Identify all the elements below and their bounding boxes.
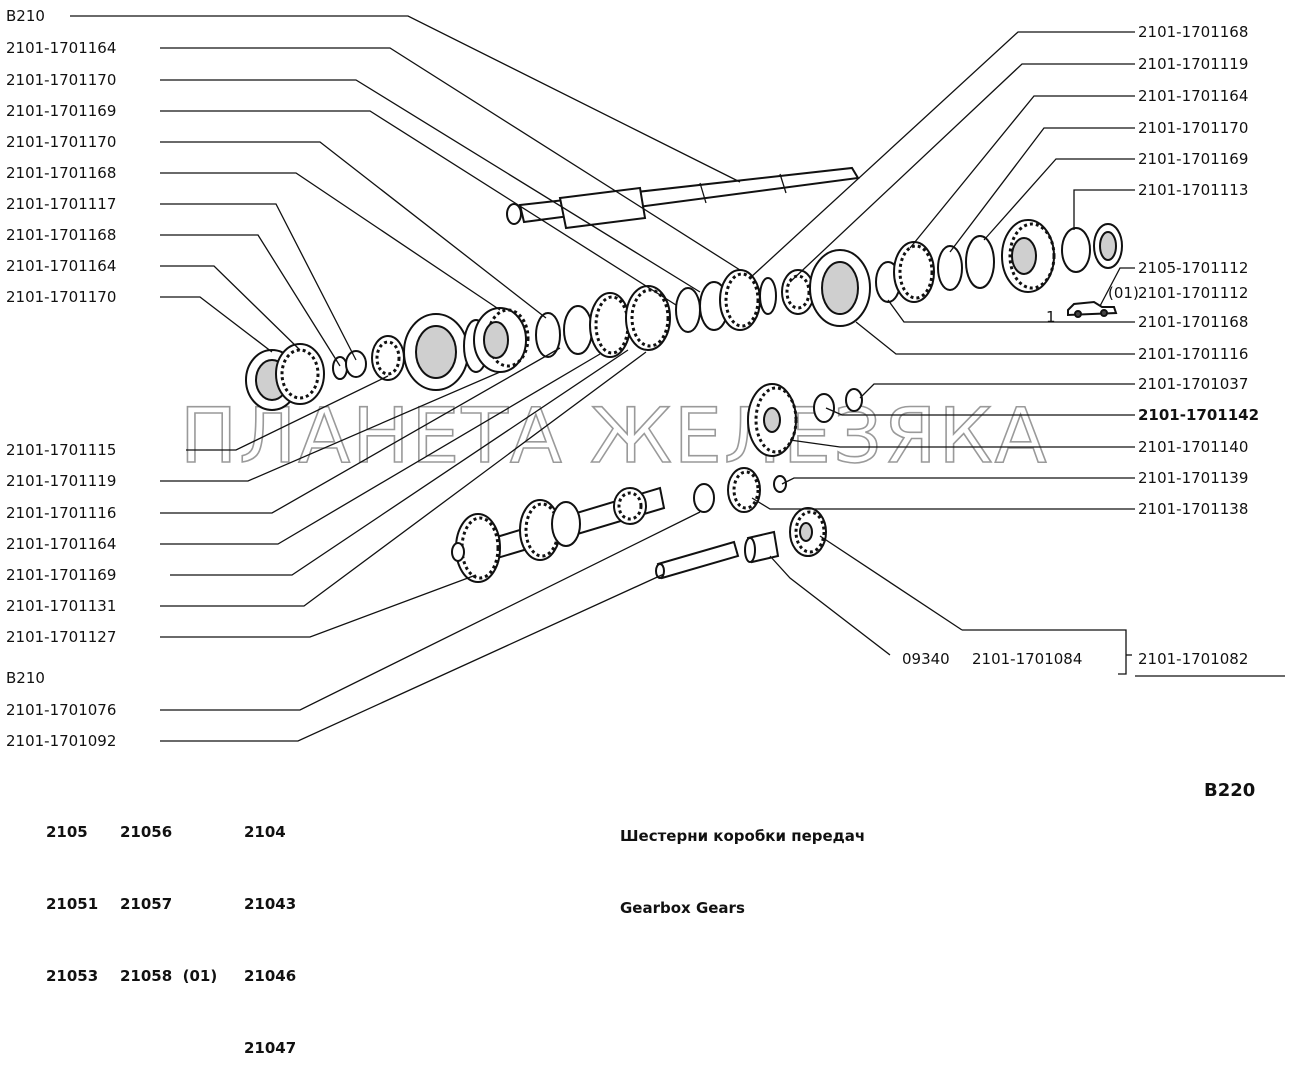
callout-left: 2101-1701076 <box>6 701 116 719</box>
callout-variant-01: (01) <box>1108 284 1139 302</box>
callout-left: 2101-1701131 <box>6 597 116 615</box>
callout-left: 2101-1701170 <box>6 71 116 89</box>
callouts-left: B210 2101-1701164 2101-1701170 2101-1701… <box>6 7 116 750</box>
callout-left: 2101-1701168 <box>6 164 116 182</box>
model-code: 21047 <box>244 1039 297 1057</box>
callout-right: 2101-1701113 <box>1138 181 1248 199</box>
callout-left: 2101-1701127 <box>6 628 116 646</box>
callout-right: 2105-1701112 <box>1138 259 1248 277</box>
callout-left: 2101-1701117 <box>6 195 116 213</box>
callout-bottom-a: 09340 <box>902 650 950 668</box>
model-code: 21053 <box>46 967 99 985</box>
callout-variant-1: 1 <box>1046 308 1056 326</box>
model-code: 21043 <box>244 895 297 913</box>
callout-right: 2101-1701119 <box>1138 55 1248 73</box>
main-shaft-drawing <box>506 166 860 230</box>
model-code: 21051 <box>46 895 99 913</box>
callout-left: 2101-1701164 <box>6 535 116 553</box>
models-column-1: 2105 21051 21053 <box>46 772 98 1012</box>
title-english: Gearbox Gears <box>620 899 745 917</box>
model-code: 21058 (01) <box>120 967 218 985</box>
callout-left: B210 <box>6 7 45 25</box>
callouts-right: 2101-1701168 2101-1701119 2101-1701164 2… <box>1138 23 1259 668</box>
leader-lines-left <box>70 15 741 742</box>
callout-right: 2101-1701168 <box>1138 313 1248 331</box>
callout-right: 2101-1701082 <box>1138 650 1248 668</box>
model-code: 2104 <box>244 823 286 841</box>
callout-left: 2101-1701115 <box>6 441 116 459</box>
callout-left: 2101-1701170 <box>6 288 116 306</box>
exploded-gearbox-diagram: ПЛАНЕТА ЖЕЛЕЗЯКА <box>6 7 1285 750</box>
callout-right: 2101-1701169 <box>1138 150 1248 168</box>
callout-left: 2101-1701168 <box>6 226 116 244</box>
model-code: 21056 <box>120 823 173 841</box>
callout-left: 2101-1701116 <box>6 504 116 522</box>
callout-left: B210 <box>6 669 45 687</box>
callout-right: 2101-1701142 <box>1138 406 1259 424</box>
model-code: 2105 <box>46 823 88 841</box>
callout-left: 2101-1701164 <box>6 39 116 57</box>
callout-left: 2101-1701164 <box>6 257 116 275</box>
models-column-3: 2104 21043 21046 21047 <box>244 772 296 1084</box>
callout-right: 2101-1701037 <box>1138 375 1248 393</box>
car-icon <box>1067 300 1118 318</box>
callout-left: 2101-1701092 <box>6 732 116 750</box>
callout-right: 2101-1701112 <box>1138 284 1248 302</box>
callout-left: 2101-1701169 <box>6 566 116 584</box>
countershaft-drawing <box>451 486 827 583</box>
title-russian: Шестерни коробки передач <box>620 827 866 845</box>
callout-right: 2101-1701168 <box>1138 23 1248 41</box>
watermark: ПЛАНЕТА ЖЕЛЕЗЯКА <box>180 391 1049 480</box>
diagram-title: Шестерни коробки передач Gearbox Gears <box>620 776 865 944</box>
leader-lines-right <box>749 31 1285 677</box>
callout-right: 2101-1701170 <box>1138 119 1248 137</box>
callout-right: 2101-1701140 <box>1138 438 1248 456</box>
callout-right: 2101-1701116 <box>1138 345 1248 363</box>
callout-left: 2101-1701119 <box>6 472 116 490</box>
page-code: B220 <box>1204 780 1256 801</box>
callouts-inline: (01) 1 09340 2101-1701084 <box>902 284 1139 668</box>
model-code: 21046 <box>244 967 297 985</box>
model-code: 21057 <box>120 895 173 913</box>
callout-right: 2101-1701138 <box>1138 500 1248 518</box>
callout-left: 2101-1701170 <box>6 133 116 151</box>
main-gear-stack-drawing <box>245 219 1123 411</box>
models-column-2: 21056 21057 21058 (01) <box>120 772 217 1012</box>
callout-right: 2101-1701139 <box>1138 469 1248 487</box>
reverse-gear-parts-drawing <box>693 383 863 513</box>
callout-bottom-b: 2101-1701084 <box>972 650 1082 668</box>
callout-right: 2101-1701164 <box>1138 87 1248 105</box>
callout-left: 2101-1701169 <box>6 102 116 120</box>
